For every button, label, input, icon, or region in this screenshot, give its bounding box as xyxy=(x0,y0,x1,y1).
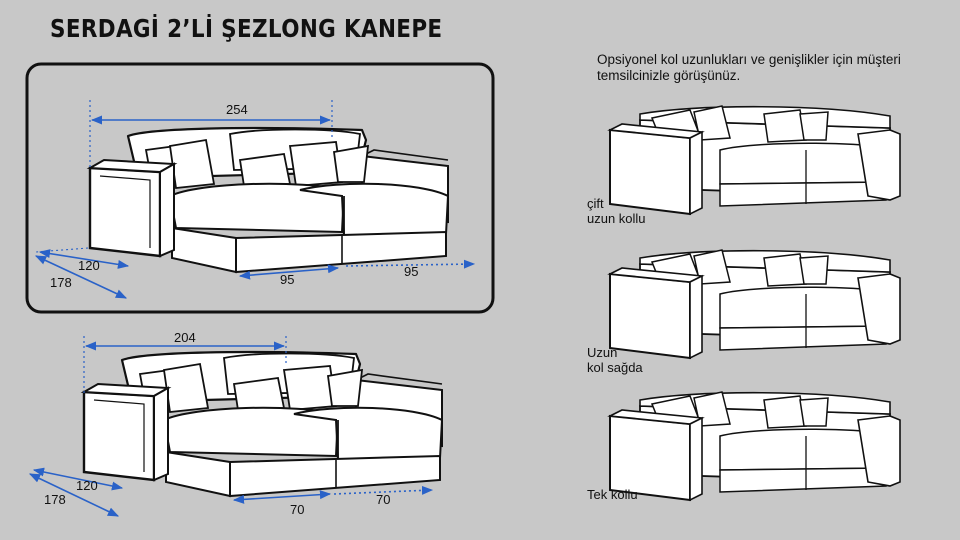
small-depth-outer-label: 178 xyxy=(44,492,66,507)
page-title: SERDAGİ 2’Lİ ŞEZLONG KANEPE xyxy=(50,14,443,43)
small-variant-sofa-icon xyxy=(82,350,444,498)
depth-outer-arrow-icon xyxy=(28,473,120,517)
depth-outer-arrow-icon xyxy=(34,255,128,299)
options-note: Opsiyonel kol uzunlukları ve genişlikler… xyxy=(597,52,901,83)
option-caption-long-arm-right: Uzun kol sağda xyxy=(587,345,643,375)
option-caption-single-arm: Tek kollu xyxy=(587,487,638,502)
large-width-label: 254 xyxy=(226,102,248,117)
option-single-arm-icon xyxy=(609,391,901,501)
option-long-arm-right-icon xyxy=(609,249,901,359)
small-seat-front-label: 70 xyxy=(290,502,304,517)
small-width-label: 204 xyxy=(174,330,196,345)
large-variant-sofa-icon xyxy=(88,126,450,274)
option-caption-double-long-arm: çift uzun kollu xyxy=(587,196,646,226)
small-variant-dimensions: 204 120 178 70 70 xyxy=(28,330,434,517)
option-double-long-arm-icon xyxy=(609,105,901,215)
large-seat-chaise-label: 95 xyxy=(404,264,418,279)
small-seat-chaise-label: 70 xyxy=(376,492,390,507)
small-depth-inner-label: 120 xyxy=(76,478,98,493)
large-depth-inner-label: 120 xyxy=(78,258,100,273)
large-depth-outer-label: 178 xyxy=(50,275,72,290)
large-seat-front-label: 95 xyxy=(280,272,294,287)
large-variant-dimensions: 254 120 178 95 95 xyxy=(34,100,476,299)
selected-variant-frame xyxy=(25,62,495,314)
